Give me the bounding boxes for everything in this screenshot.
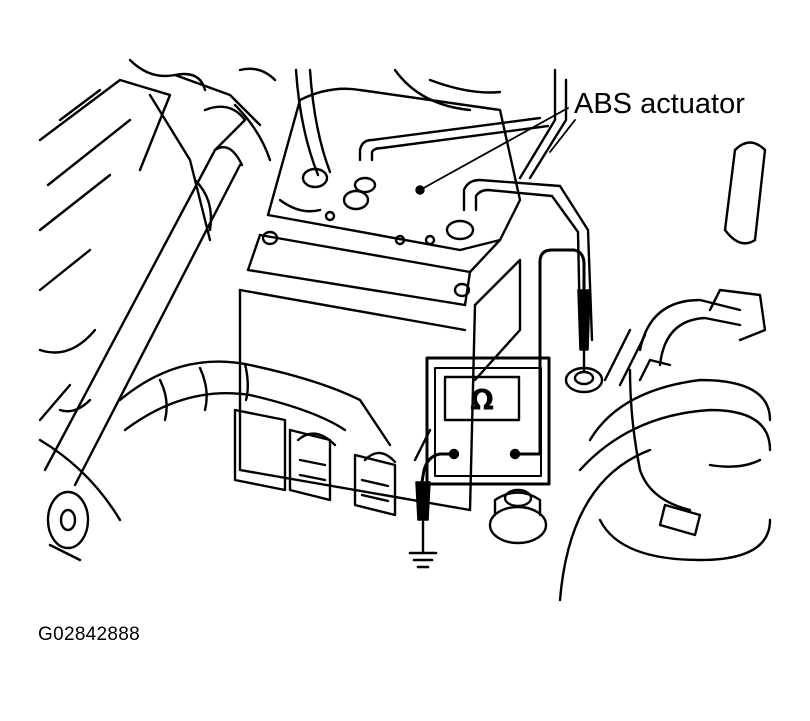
figure-id: G02842888: [38, 624, 141, 645]
abs-actuator-body: [238, 87, 522, 512]
engine-bay-background: [38, 58, 322, 522]
brake-pipes: [294, 68, 594, 342]
ohm-symbol: Ω: [470, 384, 494, 417]
ohmmeter-icon: Ω: [425, 356, 551, 486]
diagonal-rod: [43, 105, 247, 562]
test-lead-ground: [415, 452, 456, 555]
abs-actuator-label: ABS actuator: [574, 88, 745, 120]
wiring-harness: [118, 360, 432, 517]
ground-symbol-icon: [408, 551, 438, 569]
callout-leaders: [419, 107, 576, 191]
test-lead-terminal: [513, 248, 591, 456]
foreground-bolt: [488, 488, 548, 545]
right-components: [558, 141, 772, 602]
